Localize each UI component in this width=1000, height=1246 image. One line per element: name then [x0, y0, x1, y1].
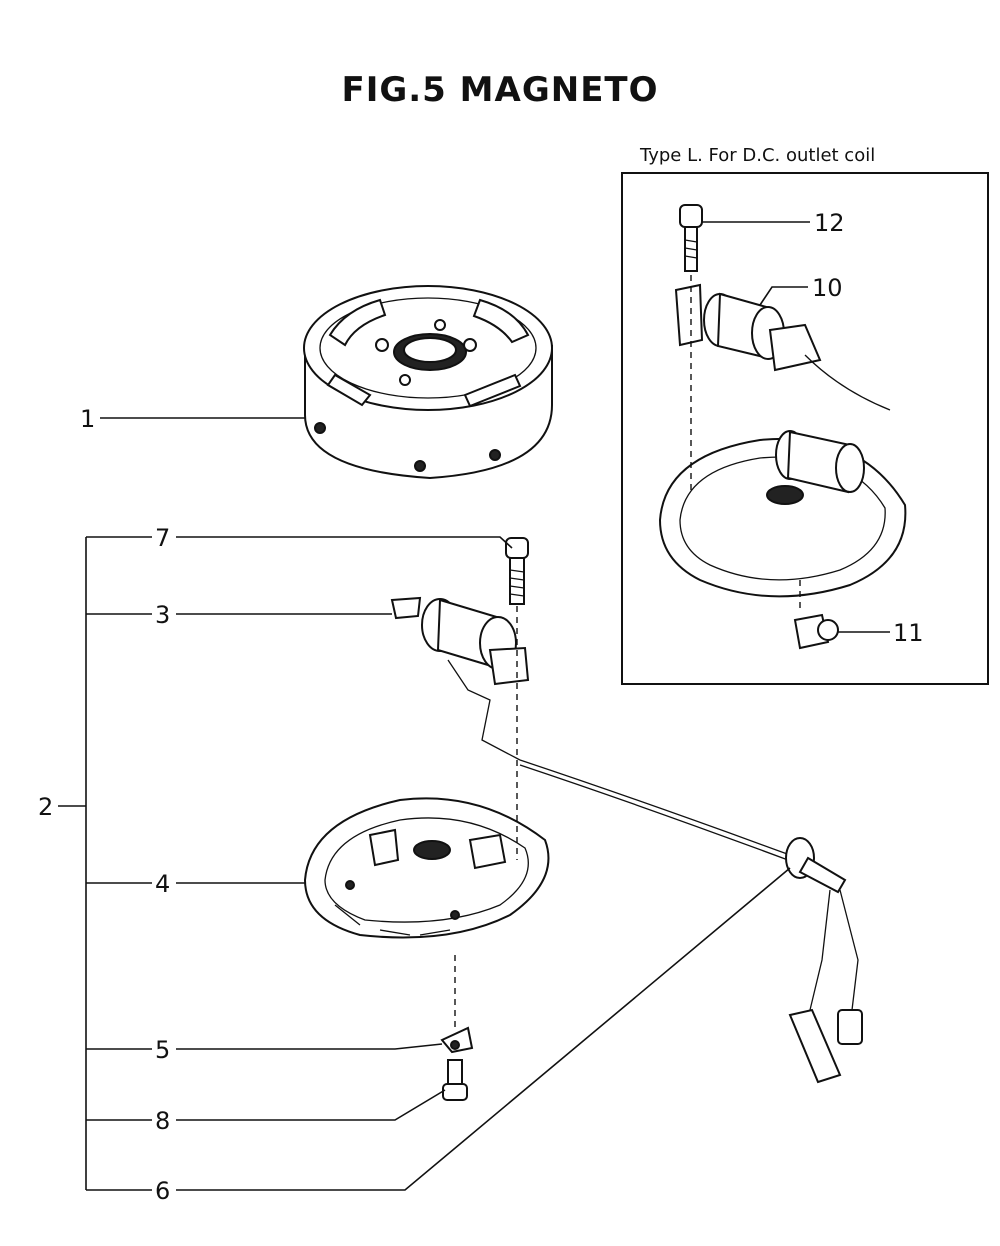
callout-6: 6: [155, 1177, 170, 1205]
leader-line-6: [86, 867, 791, 1191]
callout-7: 7: [155, 524, 170, 552]
callout-12: 12: [814, 209, 845, 237]
bracket-2: [58, 537, 87, 1190]
stator-plate-part-4: [303, 797, 550, 939]
screw-part-8: [442, 1059, 468, 1101]
flywheel-part: [303, 285, 553, 480]
bolt-part-7: [505, 537, 529, 605]
leader-line-10: [759, 286, 808, 306]
dc-outlet-coil-part-10: [674, 283, 891, 411]
callout-8: 8: [155, 1107, 170, 1135]
leader-line-7: [86, 536, 513, 549]
callout-4: 4: [155, 870, 170, 898]
grommet-part-6: [519, 759, 863, 1084]
callout-1: 1: [80, 405, 95, 433]
figure-title: FIG.5 MAGNETO: [341, 70, 659, 110]
callout-10: 10: [812, 274, 843, 302]
bolt-part-12: [679, 204, 703, 272]
inset-caption: Type L. For D.C. outlet coil: [640, 145, 876, 166]
inset-frame: [621, 172, 989, 685]
callout-5: 5: [155, 1036, 170, 1064]
callout-3: 3: [155, 601, 170, 629]
inset-stator-plate: [658, 430, 907, 598]
callout-11: 11: [893, 619, 924, 647]
leader-line-5: [86, 1043, 443, 1050]
ignition-coil-part-3: [390, 596, 530, 761]
callout-2: 2: [38, 793, 53, 821]
leader-line-8: [86, 1089, 446, 1121]
clip-part-5: [440, 1026, 474, 1054]
clip-part-11: [793, 613, 839, 650]
